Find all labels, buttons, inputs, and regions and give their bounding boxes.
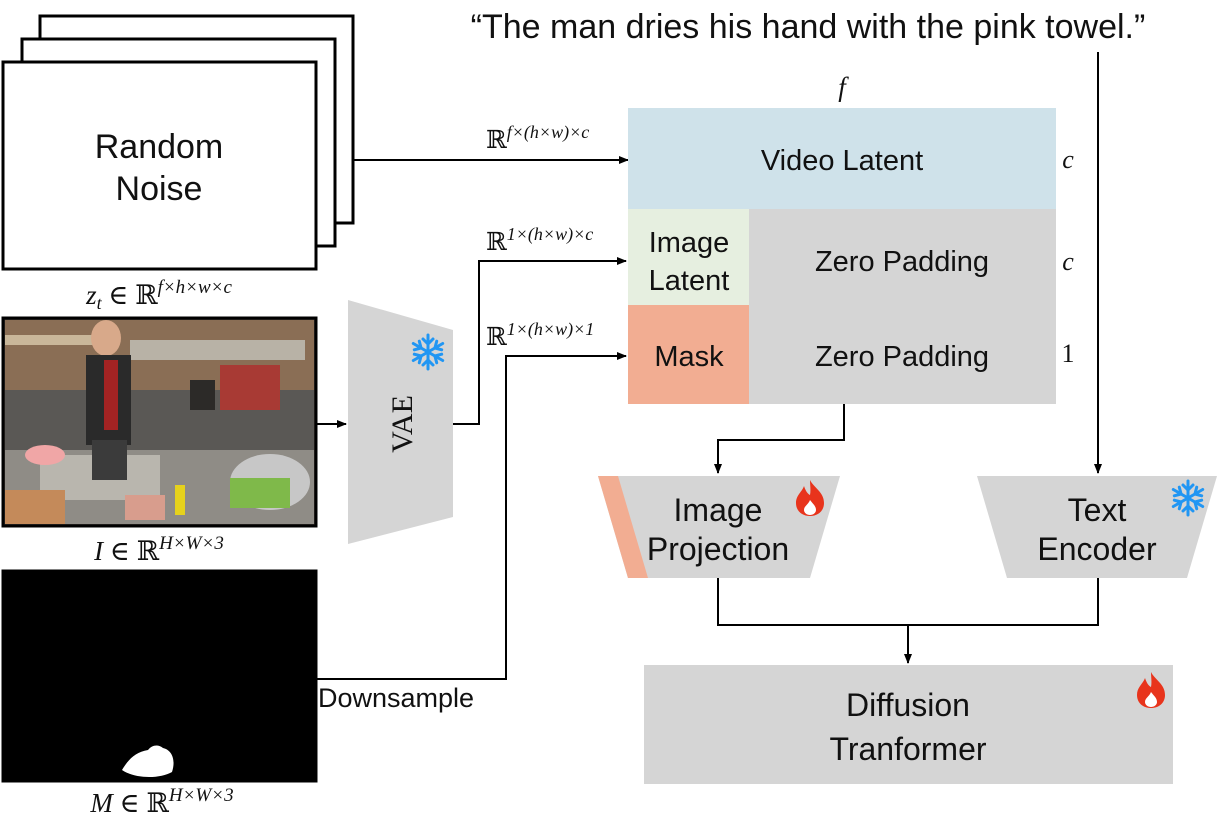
vae-label: VAE	[386, 395, 419, 453]
image-latent-dim-label: ℝ1×(h×w)×c	[486, 224, 593, 256]
frame-count-label: f	[838, 72, 849, 102]
random-noise-stack: Random Noise	[1, 14, 355, 271]
video-latent-block	[628, 108, 1056, 209]
image-zero-padding-block	[749, 209, 1056, 305]
image-latent-block	[628, 209, 749, 305]
diffusion-transformer-block	[644, 665, 1173, 784]
image-projection-line1: Image	[674, 492, 763, 528]
video-latent-label: Video Latent	[761, 145, 923, 177]
mask-dim-label: ℝ1×(h×w)×1	[486, 319, 594, 351]
mask-label: Mask	[654, 341, 724, 373]
video-channel-label: c	[1062, 145, 1074, 174]
diffusion-transformer-line2: Tranformer	[829, 731, 986, 767]
noise-shape-label: zt ∈ ℝf×h×w×c	[85, 277, 232, 313]
input-mask-image	[1, 569, 318, 783]
image-zero-padding-label: Zero Padding	[815, 246, 989, 278]
image-shape-label: I ∈ ℝH×W×3	[93, 533, 224, 566]
diffusion-transformer-line1: Diffusion	[846, 687, 970, 723]
mask-zero-padding-label: Zero Padding	[815, 341, 989, 373]
image-channel-label: c	[1062, 247, 1074, 276]
text-encoder-block	[977, 476, 1217, 578]
text-encoder-line1: Text	[1068, 492, 1127, 528]
random-noise-line1: Random	[95, 128, 224, 166]
text-encoder-line2: Encoder	[1037, 531, 1157, 567]
video-latent-dim-label: ℝf×(h×w)×c	[486, 122, 589, 154]
image-projection-line2: Projection	[647, 531, 789, 567]
image-projection-block	[598, 476, 840, 578]
caption-text: “The man dries his hand with the pink to…	[471, 8, 1146, 46]
image-projection-mask-stripe	[598, 476, 648, 578]
image-latent-line2: Latent	[649, 265, 730, 297]
mask-channel-label: 1	[1062, 339, 1075, 368]
image-latent-line1: Image	[649, 227, 730, 259]
arrow-latents-to-image-projection	[714, 404, 845, 474]
mask-zero-padding-block	[749, 305, 1056, 404]
merge-connector	[717, 578, 1099, 626]
mask-shape-label: M ∈ ℝH×W×3	[89, 785, 233, 818]
random-noise-line2: Noise	[116, 170, 203, 208]
downsample-label: Downsample	[318, 683, 474, 713]
mask-block	[628, 305, 749, 404]
arrow-mask-downsample-to-mask	[316, 352, 627, 680]
arrow-vae-to-image-latent	[453, 257, 627, 425]
input-image-photo	[1, 316, 318, 528]
